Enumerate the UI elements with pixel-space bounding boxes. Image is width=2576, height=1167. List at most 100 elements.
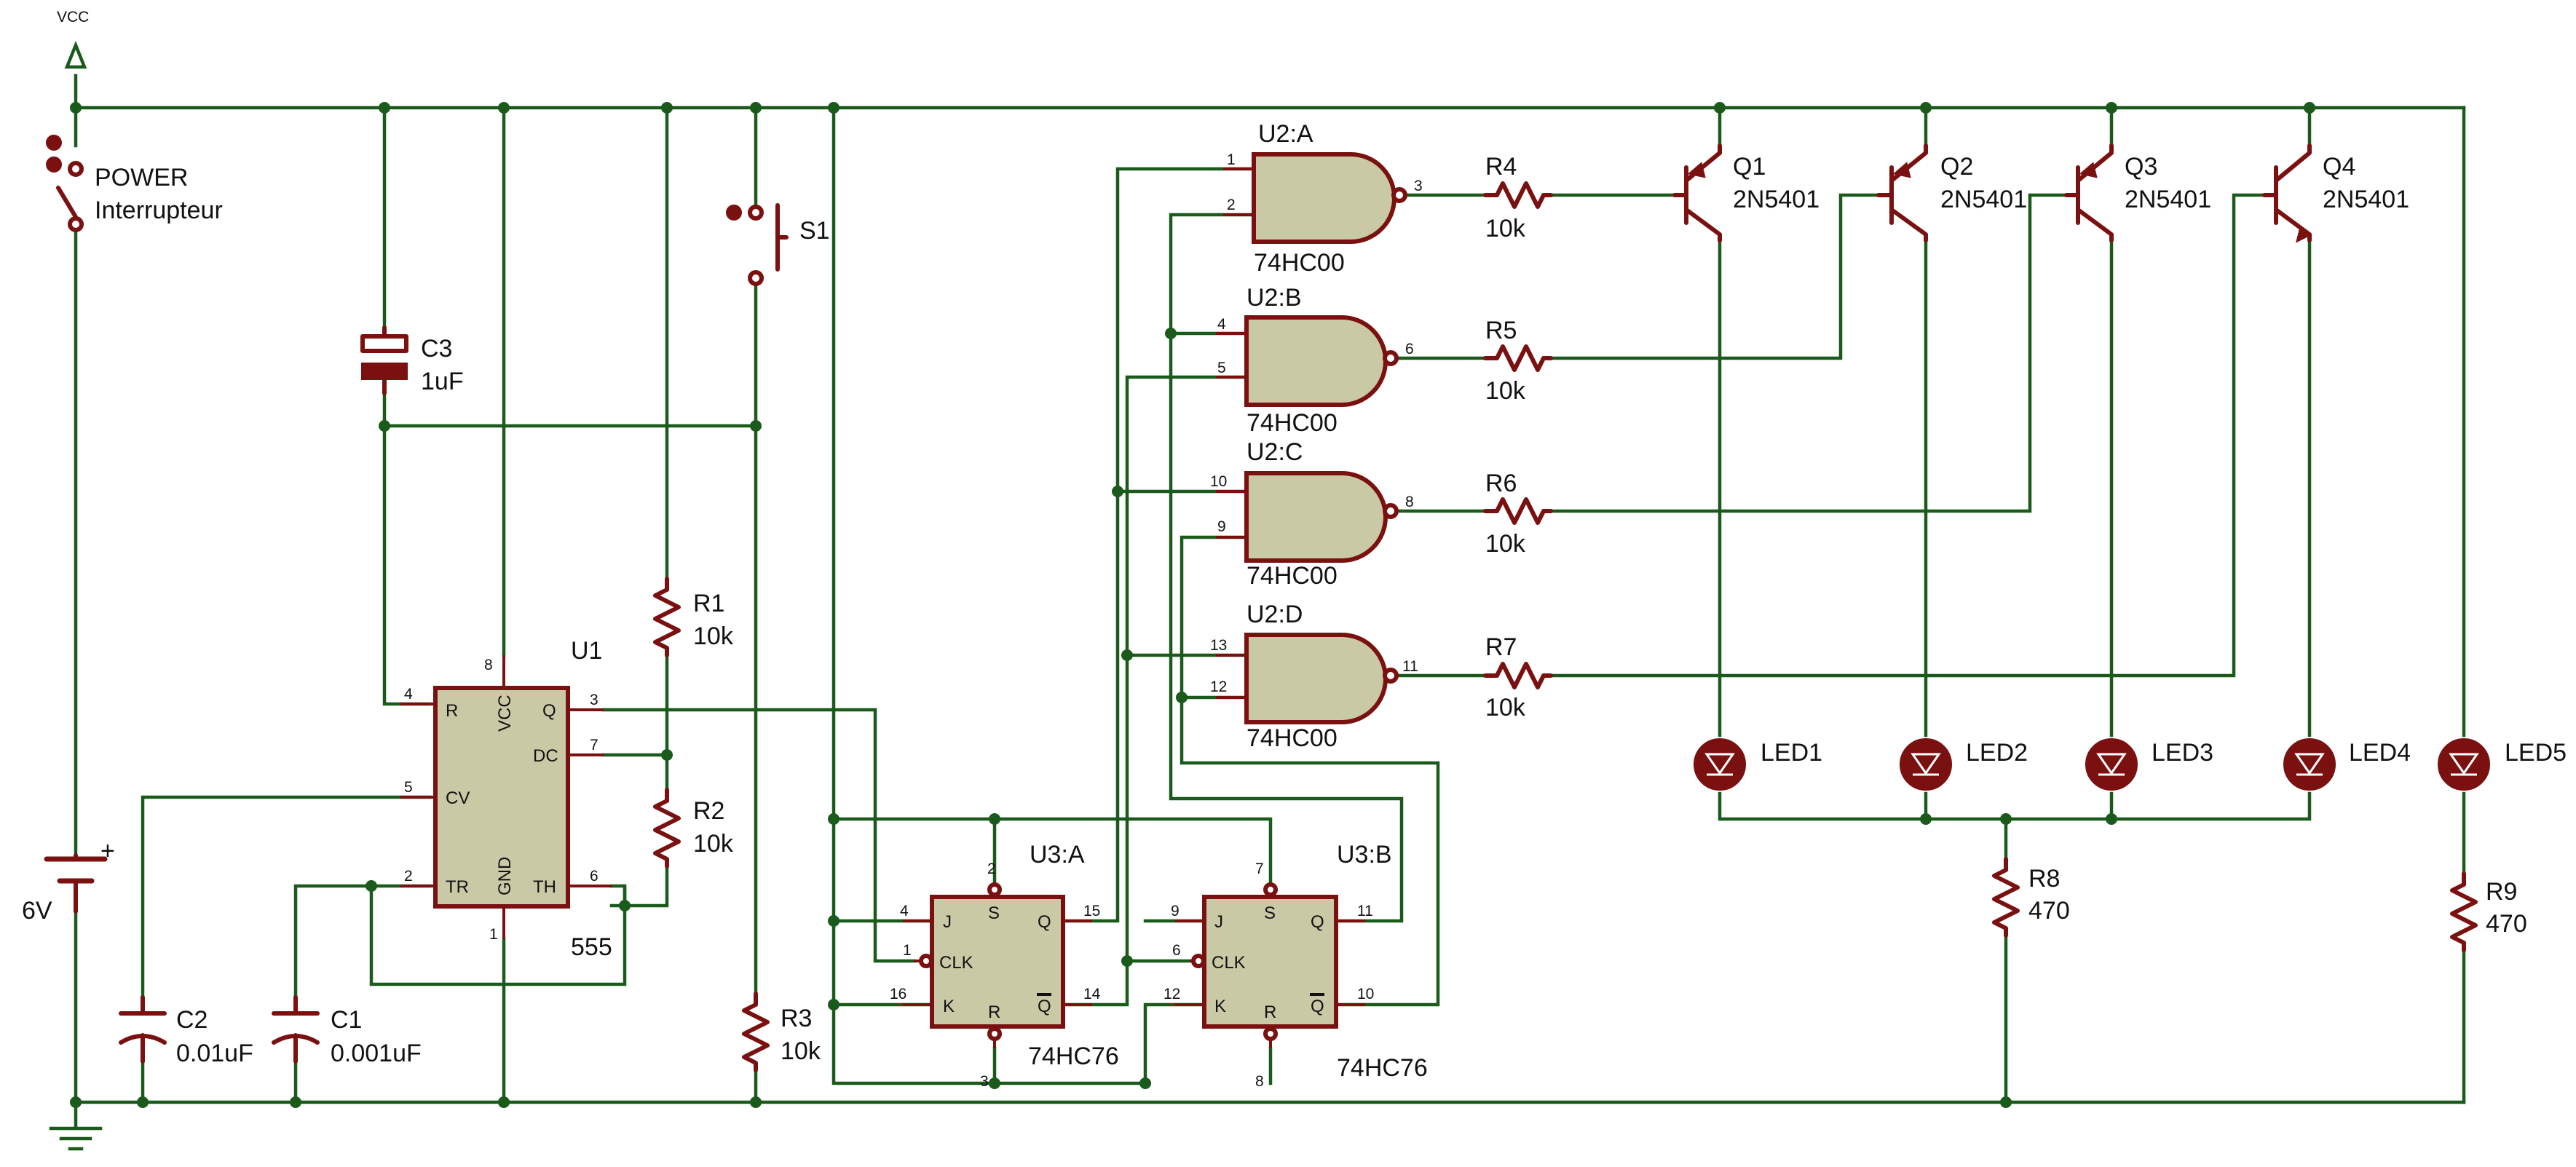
gate-a-out: 3 [1414, 178, 1423, 194]
led4-ref: LED4 [2349, 739, 2411, 767]
gate-b-in2: 5 [1217, 360, 1226, 376]
gate-a-ref: U2:A [1258, 120, 1313, 148]
wires [74, 74, 2466, 1129]
q3-ref: Q3 [2125, 153, 2157, 181]
capacitor-c1: C1 0.001uF [272, 995, 422, 1067]
timer-pin5: 5 [404, 779, 413, 796]
resistor-r4: R4 10k [1483, 153, 1553, 242]
ff-a-pin-q: 15 [1083, 903, 1100, 919]
gate-d-ref: U2:D [1246, 601, 1303, 628]
ff-b-ref: U3:B [1337, 841, 1392, 869]
ff-a-label-clk: CLK [939, 953, 973, 973]
c3-ref: C3 [421, 335, 452, 363]
q3-value: 2N5401 [2125, 186, 2211, 213]
ff-b-pin-r: 8 [1255, 1073, 1264, 1090]
ff-b-pin-j: 9 [1171, 903, 1180, 919]
timer-pin8: 8 [484, 657, 493, 673]
c2-ref: C2 [176, 1006, 208, 1034]
c1-value: 0.001uF [331, 1040, 422, 1067]
nand-gate-d: 13 12 11 U2:D 74HC00 [1210, 601, 1418, 752]
gate-a-value: 74HC00 [1254, 249, 1345, 277]
timer-555: 4 8 3 7 5 2 1 6 R Q DC CV TR TH VCC GND … [400, 637, 612, 961]
nand-gate-a: 1 2 3 U2:A 74HC00 [1223, 120, 1423, 277]
capacitor-c2: C2 0.01uF [119, 995, 253, 1067]
vcc-terminal: VCC [57, 9, 89, 69]
gate-b-in1: 4 [1217, 316, 1226, 333]
timer-pin7: 7 [590, 737, 598, 753]
flipflop-a: 4 2 1 16 3 15 14 J S CLK K R Q Q U3:A 74… [890, 841, 1119, 1090]
ff-a-label-j: J [943, 912, 952, 932]
timer-ref: U1 [571, 637, 602, 665]
battery: + 6V [22, 837, 115, 925]
resistor-r9: R9 470 [2450, 871, 2527, 952]
ff-a-label-q: Q [1038, 912, 1051, 932]
resistor-r1: R1 10k [653, 577, 734, 657]
q4-value: 2N5401 [2323, 186, 2409, 213]
resistor-r5: R5 10k [1483, 317, 1553, 405]
r5-value: 10k [1485, 377, 1526, 405]
r7-value: 10k [1485, 694, 1526, 721]
battery-plus: + [100, 837, 115, 865]
s1-ref: S1 [799, 217, 830, 245]
r5-ref: R5 [1485, 317, 1517, 344]
gate-c-in1: 10 [1210, 473, 1227, 490]
gate-c-value: 74HC00 [1246, 562, 1338, 590]
r3-ref: R3 [781, 1005, 812, 1032]
timer-pin3: 3 [590, 692, 598, 708]
led-5: LED5 [2438, 738, 2567, 791]
timer-value: 555 [571, 933, 612, 961]
nand-gate-c: 10 9 8 U2:C 74HC00 [1210, 438, 1414, 590]
resistor-r2: R2 10k [653, 788, 734, 869]
ff-b-pin-k: 12 [1163, 986, 1180, 1002]
gate-c-in2: 9 [1217, 518, 1226, 535]
gate-c-out: 8 [1405, 494, 1414, 510]
ground-symbol [49, 1126, 103, 1151]
ff-a-pin-j: 4 [900, 903, 909, 919]
timer-label-q: Q [542, 701, 556, 721]
r2-ref: R2 [693, 797, 724, 825]
ff-a-label-s: S [988, 903, 1000, 923]
q1-ref: Q1 [1733, 153, 1766, 181]
r1-value: 10k [693, 622, 734, 650]
ff-a-label-qb: Q [1038, 997, 1051, 1016]
timer-label-cv: CV [446, 788, 470, 808]
ff-b-label-q: Q [1311, 912, 1324, 932]
power-switch-ref: POWER [95, 164, 188, 191]
resistor-r3: R3 10k [742, 992, 821, 1072]
r4-value: 10k [1485, 215, 1526, 242]
timer-label-tr: TR [446, 877, 469, 897]
r3-value: 10k [781, 1037, 821, 1065]
ff-b-pin-qb: 10 [1357, 986, 1374, 1002]
r6-value: 10k [1485, 530, 1526, 558]
c3-value: 1uF [421, 368, 464, 395]
q2-value: 2N5401 [1940, 186, 2027, 213]
gate-b-value: 74HC00 [1246, 409, 1338, 437]
r8-ref: R8 [2028, 865, 2060, 893]
ff-a-pin-k: 16 [890, 986, 906, 1002]
led2-ref: LED2 [1966, 739, 2028, 767]
gate-a-in2: 2 [1227, 197, 1236, 213]
r9-ref: R9 [2486, 878, 2517, 906]
timer-pin4: 4 [404, 686, 413, 703]
ff-a-label-r: R [988, 1002, 1000, 1022]
r6-ref: R6 [1485, 470, 1517, 497]
timer-label-gnd: GND [495, 857, 515, 895]
q2-ref: Q2 [1940, 153, 1973, 181]
ff-b-label-k: K [1214, 997, 1226, 1016]
led1-ref: LED1 [1761, 739, 1822, 767]
ff-b-label-s: S [1264, 903, 1276, 923]
r8-value: 470 [2028, 897, 2070, 925]
led-2: LED2 [1900, 738, 2028, 791]
gate-d-out: 11 [1402, 658, 1418, 675]
c2-value: 0.01uF [176, 1040, 253, 1067]
r4-ref: R4 [1485, 153, 1517, 181]
gate-c-ref: U2:C [1246, 438, 1303, 466]
r9-value: 470 [2486, 910, 2527, 938]
ff-a-ref: U3:A [1030, 841, 1085, 869]
ff-a-label-k: K [943, 997, 955, 1016]
power-switch-value: Interrupteur [95, 197, 223, 224]
timer-label-dc: DC [533, 746, 558, 766]
resistor-r8: R8 470 [1992, 857, 2070, 938]
resistor-r7: R7 10k [1483, 633, 1553, 721]
